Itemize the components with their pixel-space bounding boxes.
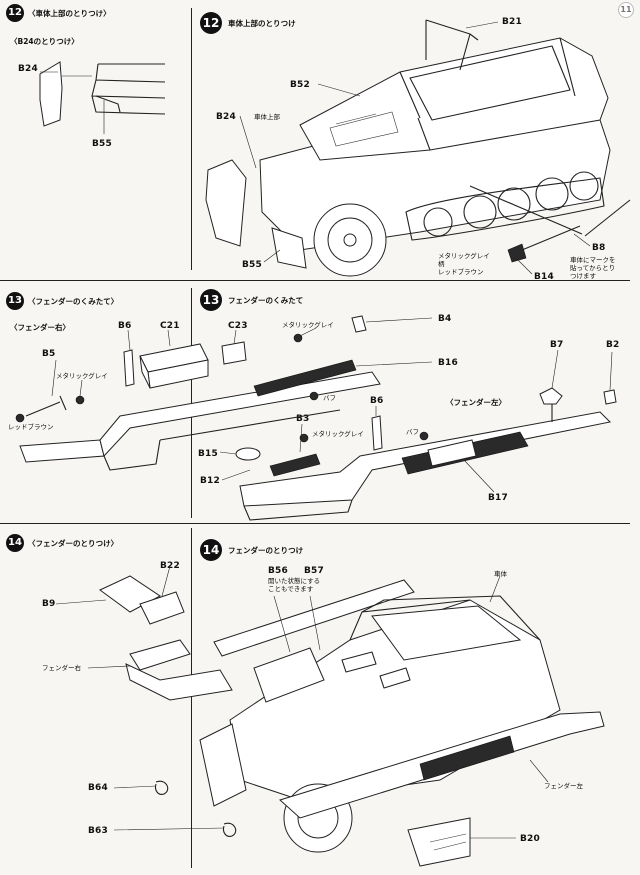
fender-right-drawing [15, 315, 433, 471]
note-metallic-gray-b3: メタリックグレイ [312, 430, 364, 438]
step14-small-drawing [55, 565, 233, 701]
divider-vertical-mid [191, 288, 192, 518]
b24-small-drawing [39, 61, 166, 134]
divider-vertical-top [191, 8, 192, 270]
step-13-small-badge: 13 [6, 292, 24, 310]
label-b12: B12 [200, 476, 220, 486]
note-buff-b17: バフ [406, 428, 419, 436]
step-12-small-badge: 12 [6, 4, 24, 22]
label-b17: B17 [488, 493, 508, 503]
note-red-brown: レッドブラウン [8, 423, 54, 431]
note-upper-hull: 車体上部 [254, 113, 280, 121]
step-14-large-badge: 14 [200, 539, 222, 561]
fender-left-drawing [219, 349, 617, 521]
note-metallic-gray-handle: メタリックグレイ 柄 レッドブラウン [438, 252, 490, 276]
label-c21: C21 [160, 321, 180, 331]
step-14-small-title: 〈フェンダーのとりつけ〉 [28, 539, 119, 548]
step14-vehicle-drawing [113, 575, 605, 867]
fender-right-subheading: 〈フェンダー右〉 [10, 323, 70, 332]
label-b4: B4 [438, 314, 452, 324]
step-12-small-title: 〈車体上部のとりつけ〉 [28, 9, 111, 18]
label-b64: B64 [88, 783, 108, 793]
label-b16: B16 [438, 358, 458, 368]
label-b24-small: B24 [18, 64, 38, 74]
note-fender-left: フェンダー左 [544, 782, 583, 790]
note-buff-b16: バフ [323, 394, 336, 402]
divider-horizontal-2 [0, 523, 630, 524]
step-13-large-badge: 13 [200, 289, 222, 311]
step-14-large-title: フェンダーのとりつけ [228, 546, 304, 555]
step-12-large-badge: 12 [200, 12, 222, 34]
label-b57: B57 [304, 566, 324, 576]
divider-vertical-bot [191, 528, 192, 868]
fender-left-subheading: 〈フェンダー左〉 [446, 398, 506, 407]
page-number-badge: 11 [618, 2, 634, 18]
note-marking: 車体にマークを 貼ってからとり つけます [570, 256, 616, 280]
label-b55-small: B55 [92, 139, 112, 149]
label-b5: B5 [42, 349, 56, 359]
step-14-small-badge: 14 [6, 534, 24, 552]
note-fender-right-small: フェンダー右 [42, 664, 81, 672]
label-b7: B7 [550, 340, 564, 350]
label-b20: B20 [520, 834, 540, 844]
label-b56: B56 [268, 566, 288, 576]
label-b63: B63 [88, 826, 108, 836]
note-metallic-gray-b5: メタリックグレイ [56, 372, 108, 380]
label-b3: B3 [296, 414, 310, 424]
divider-horizontal-1 [0, 280, 630, 281]
note-hull: 車体 [494, 570, 507, 578]
label-b6-right: B6 [118, 321, 132, 331]
label-b52: B52 [290, 80, 310, 90]
step12-vehicle-drawing [205, 19, 631, 277]
note-metallic-gray-b16: メタリックグレイ [282, 321, 334, 329]
label-b21: B21 [502, 17, 522, 27]
label-b14: B14 [534, 272, 554, 282]
step-13-large-title: フェンダーのくみたて [228, 296, 304, 305]
step-12-large-title: 車体上部のとりつけ [228, 19, 296, 28]
note-open-state: 開いた状態にする こともできます [268, 577, 321, 593]
label-b2: B2 [606, 340, 620, 350]
label-c23: C23 [228, 321, 248, 331]
label-b8: B8 [592, 243, 606, 253]
label-b15: B15 [198, 449, 218, 459]
step-13-small-title: 〈フェンダーのくみたて〉 [28, 297, 119, 306]
b24-subheading: 〈B24のとりつけ〉 [10, 37, 79, 46]
label-b9: B9 [42, 599, 56, 609]
label-b24: B24 [216, 112, 236, 122]
label-b55: B55 [242, 260, 262, 270]
label-b6-left: B6 [370, 396, 384, 406]
